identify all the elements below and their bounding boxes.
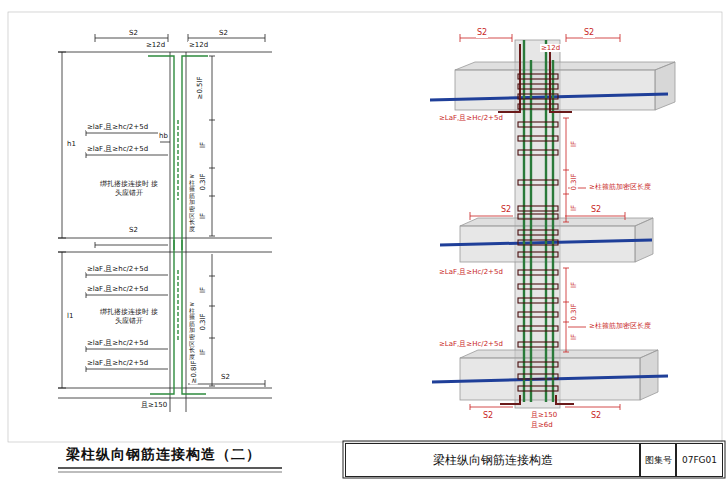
dimension-label: ≥laF,且≥hc/2+5d [86,265,149,273]
stirrup [518,342,558,347]
note: 绑扎搭接连接时 接头应错开 [98,180,160,199]
dimension-label: l1 [66,312,74,320]
title-block-cell: 07FG01 [676,443,723,477]
dimension-label: 0.3lF [199,172,207,191]
drawing-title: 梁柱纵向钢筋连接构造（二） [66,446,261,464]
dimension-label: lF [199,286,207,294]
dimension-label: ≥laF,且≥hc/2+5d [86,339,149,347]
stirrup [518,214,558,219]
stirrup [518,180,558,185]
dimension-label: ≥0.5lF [196,76,204,101]
dimension-label: S2 [590,411,602,421]
stirrup [518,298,558,303]
cell-text: 梁柱纵向钢筋连接构造 [433,452,553,469]
column-rebar [148,56,208,394]
title-block-cell: 梁柱纵向钢筋连接构造 [345,443,640,477]
stirrup [518,374,558,379]
dimension-label: lF [570,140,578,148]
dimension-label: S2 [500,205,512,215]
dimension-label: 0.3lF [199,312,207,331]
dimension-label: 且≥150 [530,411,558,419]
title-underline [58,467,282,468]
title-block-frame [343,441,725,478]
dimension-label: lF [199,348,207,356]
stirrup [518,312,558,317]
dimension-label: ≥laF,且≥hc/2+5d [86,359,149,367]
dimension-label: 0.3lF [570,302,578,321]
stirrup [518,74,558,79]
stirrup [518,362,558,367]
dimension-label: S2 [128,226,139,234]
dimension-label: lF [570,281,578,289]
stirrup [518,252,558,257]
title-underline [58,472,282,473]
elevation-lines [58,34,272,412]
3d-model [430,34,675,410]
dimension-label: lF [570,333,578,341]
dimension-label: ≥12d [145,41,166,49]
dimension-label: S2 [590,205,602,215]
dimension-label: lF [570,204,578,212]
dimension-label: ≥柱箍筋加密区长度 [189,300,195,361]
dimension-label: S2 [583,28,595,38]
dimension-label: 且≥150 [140,401,168,409]
stirrup [518,94,558,99]
title-block-cell: 图集号 [640,443,676,477]
dimension-label: ≥laF,且≥hc/2+5d [86,145,149,153]
dimension-label: ≥柱箍筋加密区长度 [189,172,195,233]
cell-text: 图集号 [645,454,672,467]
stirrup [518,386,558,391]
stirrup [518,240,558,245]
dimension-label: hb [158,132,169,140]
dimension-label: S2 [482,411,494,421]
stirrup [518,84,558,89]
dimension-label: ≥0.8lF [190,360,198,385]
dimension-label: S2 [128,29,139,37]
stirrup [518,270,558,275]
dimension-label: ≥12d [540,44,561,52]
stirrup [518,136,558,141]
dimension-label: ≥laF,且≥hc/2+5d [86,123,149,131]
stirrup [518,230,558,235]
cell-text: 07FG01 [682,455,717,465]
dimension-label: ≥柱箍筋加密区长度 [588,183,652,191]
dimension-label: lF [199,212,207,220]
dimension-label: ≥LaF,且≥Hc/2+5d [438,340,504,348]
dimension-label: ≥LaF,且≥Hc/2+5d [438,268,504,276]
dimension-label: 0.3lF [570,172,578,191]
dimension-label: 且≥6d [530,421,554,429]
dimension-label: S2 [476,28,488,38]
stirrup [518,206,558,211]
dimension-label: ≥LaF,且≥Hc/2+5d [438,114,504,122]
dimension-label: S2 [218,29,229,37]
stirrup [518,284,558,289]
dimension-label: ≥12d [188,41,209,49]
stirrup [518,104,558,109]
stirrup [518,122,558,127]
note: 绑扎搭接连接时 接头应错开 [98,308,160,327]
stirrup [518,326,558,331]
dimension-label: ≥柱箍筋加密区长度 [588,322,652,330]
dimension-label: lF [199,141,207,149]
stirrup [518,150,558,155]
dimension-label: S2 [220,373,231,381]
dimension-label: ≥laF,且≥hc/2+5d [86,285,149,293]
page-frame [8,12,722,442]
dimension-label: h1 [66,140,77,148]
